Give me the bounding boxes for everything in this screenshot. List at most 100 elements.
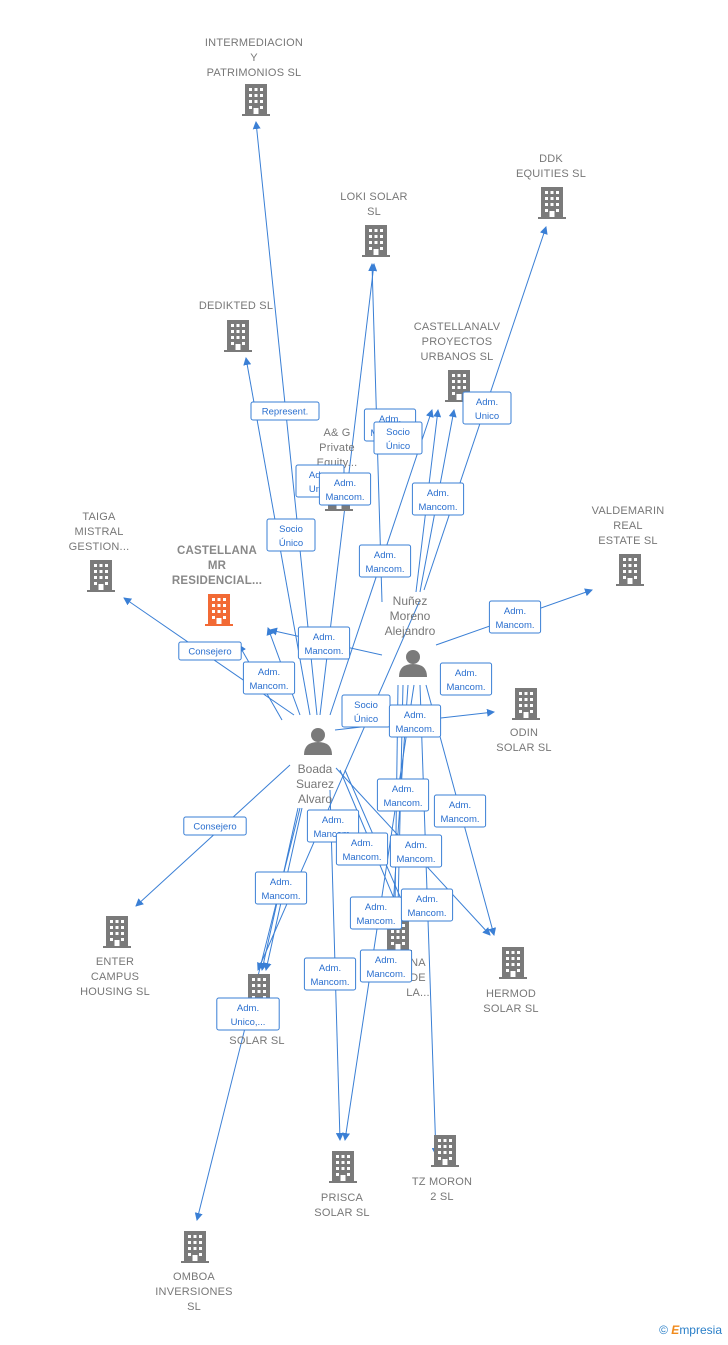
person-boada-label-line: Alvaro <box>298 792 332 806</box>
company-node-dedikted[interactable]: DEDIKTED SL <box>199 300 273 352</box>
company-tzmoron-label-line: TZ MORON <box>412 1176 472 1188</box>
edge-role-label[interactable]: Adm.Mancom. <box>254 871 308 905</box>
edge-role-label[interactable]: Adm. Unico <box>462 391 512 425</box>
company-node-valdemarin[interactable]: VALDEMARIN REAL ESTATE SL <box>592 505 665 586</box>
company-valdemarin-label-line: ESTATE SL <box>598 535 657 547</box>
edge-role-label[interactable]: Adm.Mancom. <box>411 482 465 516</box>
edge-role-label[interactable]: Adm.Mancom. <box>389 834 443 868</box>
edge-role-label-box <box>318 472 372 506</box>
edge-role-text: Adm. <box>455 668 477 679</box>
edge-role-label-box <box>250 401 320 421</box>
company-node-loki[interactable]: LOKI SOLAR SL <box>340 191 408 257</box>
edge-role-label[interactable]: Adm.Mancom. <box>376 778 430 812</box>
person-nunez-label-line: Alejandro <box>385 624 436 638</box>
edge-role-text: Único <box>279 538 303 549</box>
edge-role-label-box <box>335 832 389 866</box>
edge-role-text: Adm. <box>375 955 397 966</box>
company-castellana-mr-label-line: CASTELLANA <box>177 545 257 557</box>
edge-role-label[interactable]: Adm.Mancom. <box>297 626 351 660</box>
edge-role-text: Socio <box>386 427 410 438</box>
edge-role-label[interactable]: Adm.Unico,... <box>216 997 280 1031</box>
edge-role-text: Socio <box>279 524 303 535</box>
edge-role-label[interactable]: Adm.Mancom. <box>335 832 389 866</box>
person-nunez-label-line: Moreno <box>390 609 431 623</box>
edge-role-label[interactable]: Represent. <box>250 401 320 421</box>
company-ddk-label-line: DDK <box>539 153 563 165</box>
edges-layer <box>123 121 593 1221</box>
company-node-castellana-la[interactable]: NADELA... <box>384 920 430 999</box>
company-omboa-label-line: INVERSIONES <box>155 1286 232 1298</box>
edge-role-label[interactable]: Adm. Mancom. <box>400 888 454 922</box>
company-valdemarin-label-line: REAL <box>613 520 643 532</box>
edge-role-label[interactable]: Adm.Mancom. <box>303 957 357 991</box>
edge-role-label[interactable]: Adm.Mancom. <box>359 949 413 983</box>
company-node-castellana-mr[interactable]: CASTELLANAMRRESIDENCIAL... <box>172 545 262 626</box>
company-node-solar[interactable]: SOLAR SL <box>229 974 285 1047</box>
company-taiga-label-line: GESTION... <box>69 541 130 553</box>
edge-role-text: Adm. <box>416 894 438 905</box>
edge-role-label-box <box>488 600 542 634</box>
edge-role-label[interactable]: Adm.Mancom. <box>439 662 493 696</box>
company-hermod-label-line: SOLAR SL <box>483 1003 538 1015</box>
company-solar-label-line: SOLAR SL <box>229 1035 284 1047</box>
edge-role-label-box <box>439 662 493 696</box>
company-castellanalv-label-line: URBANOS SL <box>421 351 494 363</box>
company-loki-label-line: LOKI SOLAR <box>340 191 407 203</box>
edge-role-label[interactable]: Consejero <box>178 641 242 661</box>
company-valdemarin-label-line: VALDEMARIN <box>592 505 665 517</box>
company-castellanalv-label-line: CASTELLANALV <box>414 321 501 333</box>
company-loki-label-line: SL <box>367 206 381 218</box>
company-node-taiga[interactable]: TAIGAMISTRALGESTION... <box>69 511 130 592</box>
building-icon <box>87 560 115 592</box>
edge-role-label[interactable]: Adm.Mancom. <box>433 794 487 828</box>
edge-role-label-box <box>183 816 247 836</box>
edge-role-label[interactable]: Adm.Mancom. <box>388 704 442 738</box>
building-icon <box>103 916 131 948</box>
edge-role-label[interactable]: Adm.Mancom. <box>488 600 542 634</box>
edge-role-text: Mancom. <box>304 646 343 657</box>
building-icon <box>616 554 644 586</box>
edge-role-label-box <box>303 957 357 991</box>
company-intermediacion-label-line: INTERMEDIACION <box>205 37 303 49</box>
edge-role-label[interactable]: Adm.Mancom. <box>358 544 412 578</box>
edge-role-text: Adm. <box>404 710 426 721</box>
edge-role-text: Mancom. <box>418 502 457 513</box>
building-icon <box>499 947 527 979</box>
edge-role-label-box <box>388 704 442 738</box>
edge-role-label-box <box>242 661 296 695</box>
edge-role-label[interactable]: Adm.Mancom. <box>349 896 403 930</box>
edge-role-text: Adm. <box>392 784 414 795</box>
edge-role-label-box <box>297 626 351 660</box>
edge-role-label[interactable]: Adm.Mancom. <box>318 472 372 506</box>
brand-logo-initial: E <box>671 1323 680 1337</box>
building-icon <box>205 594 233 626</box>
edge-role-text: Adm. <box>237 1003 259 1014</box>
edge-role-text: Unico <box>475 411 499 422</box>
company-ag-label-line: A& G <box>323 427 350 439</box>
edge-role-label[interactable]: Adm.Mancom. <box>242 661 296 695</box>
edge-role-text: Mancom. <box>495 620 534 631</box>
edge-role-text: Adm. <box>476 397 498 408</box>
person-boada-label-line: Suarez <box>296 777 334 791</box>
edge-role-label-box <box>178 641 242 661</box>
edge-role-text: Mancom. <box>407 908 446 919</box>
company-castellana-la-label-line: NA <box>410 957 426 969</box>
company-odin-label-line: ODIN <box>510 727 538 739</box>
edge-role-label[interactable]: Consejero <box>183 816 247 836</box>
building-icon <box>512 688 540 720</box>
edge-role-text: Adm. <box>449 800 471 811</box>
